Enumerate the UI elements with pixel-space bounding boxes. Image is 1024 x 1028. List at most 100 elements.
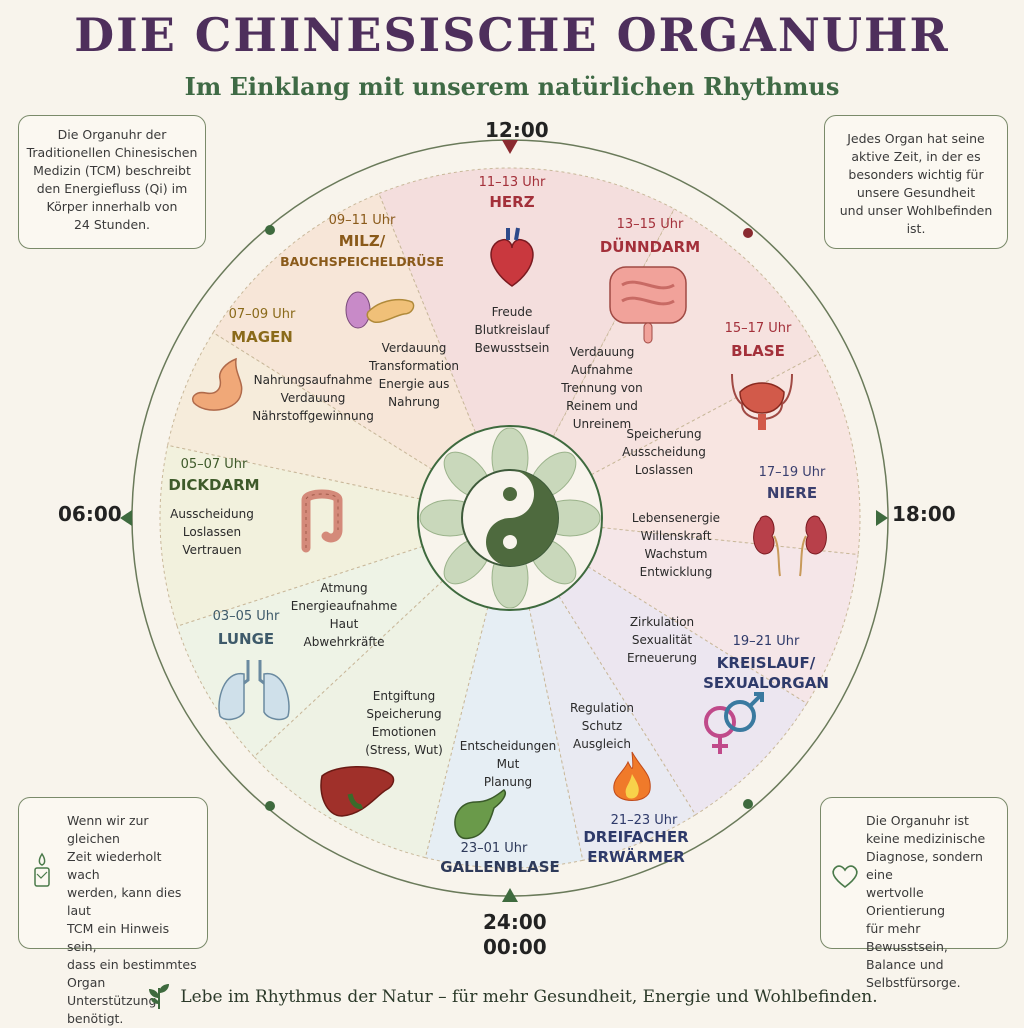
- info-line: Medizin (TCM) beschreibt: [33, 163, 191, 178]
- clock-label-midnight: 24:00: [483, 910, 547, 934]
- yin-yang-icon: [461, 469, 559, 567]
- info-line: Wenn wir zur gleichen: [67, 813, 149, 846]
- segment-time: 07–09 Uhr: [229, 307, 296, 322]
- segment-keyword: Nahrungsaufnahme: [254, 373, 373, 387]
- bladder-icon: [731, 373, 793, 430]
- segment-keyword: Aufnahme: [571, 363, 633, 377]
- segment-keyword: Ausgleich: [573, 737, 631, 751]
- info-line: Balance und: [866, 957, 944, 972]
- candle-icon: [27, 852, 57, 897]
- segment-time: 09–11 Uhr: [329, 213, 396, 228]
- segment-keyword: Bewusstsein: [475, 341, 550, 355]
- info-line: ist.: [906, 221, 926, 236]
- segment-organ: NIERE: [767, 484, 817, 502]
- segment-time: 05–07 Uhr: [181, 457, 248, 472]
- segment-time: 23–01 Uhr: [461, 841, 528, 856]
- segment-keyword: Loslassen: [635, 463, 693, 477]
- info-line: Zeit wiederholt wach: [67, 849, 162, 882]
- segment-keyword: Ausscheidung: [622, 445, 706, 459]
- segment-organ: MILZ/: [339, 232, 386, 250]
- segment-11: [212, 192, 477, 470]
- segment-keyword: Abwehrkräfte: [304, 635, 385, 649]
- segment-keyword: Lebensenergie: [632, 511, 720, 525]
- info-line: besonders wichtig für: [848, 167, 984, 182]
- segment-keyword: Willenskraft: [641, 529, 712, 543]
- segment-organ: SEXUALORGAN: [703, 674, 829, 692]
- gender-symbols-icon: [704, 692, 764, 754]
- info-line: Die Organuhr ist: [866, 813, 969, 828]
- info-line: benötigt.: [67, 1011, 124, 1026]
- info-line: und unser Wohlbefinden: [839, 203, 993, 218]
- info-line: den Energiefluss (Qi) im: [36, 181, 188, 196]
- ring-dot: [743, 799, 753, 809]
- segment-keyword: Speicherung: [366, 707, 441, 721]
- segment-organ: MAGEN: [231, 328, 293, 346]
- small-intestine-icon: [609, 266, 687, 344]
- info-box-waking: Wenn wir zur gleichen Zeit wiederholt wa…: [18, 797, 208, 1026]
- info-line: Jedes Organ hat seine: [847, 131, 985, 146]
- segment-keyword: Entwicklung: [640, 565, 713, 579]
- info-line: Körper innerhalb von: [46, 199, 178, 214]
- segment-time: 21–23 Uhr: [611, 813, 678, 828]
- info-line: dass ein bestimmtes: [67, 957, 197, 972]
- noon-marker: [502, 140, 518, 154]
- segment-keyword: Vertrauen: [182, 543, 241, 557]
- clock-label-noon: 12:00: [485, 118, 549, 142]
- icon-layer: [192, 227, 827, 840]
- segment-keyword: Blutkreislauf: [475, 323, 551, 337]
- segment-time: 13–15 Uhr: [617, 217, 684, 232]
- segment-time: 03–05 Uhr: [213, 609, 280, 624]
- segment-keyword: Emotionen: [372, 725, 437, 739]
- info-box-disclaimer: Die Organuhr ist keine medizinische Diag…: [820, 797, 1008, 990]
- segment-keyword: Verdauung: [382, 341, 447, 355]
- segment-keyword: Unreinem: [573, 417, 631, 431]
- plant-icon: [146, 980, 172, 1015]
- segment-9: [159, 444, 424, 627]
- segment-keyword: Erneuerung: [627, 651, 697, 665]
- info-line: keine medizinische: [866, 831, 986, 846]
- segment-organ: DICKDARM: [168, 476, 259, 494]
- segment-organ: HERZ: [489, 193, 534, 211]
- ring-dot: [265, 225, 275, 235]
- segment-keyword: Entscheidungen: [460, 739, 557, 753]
- segment-organ: BAUCHSPEICHELDRÜSE: [280, 254, 444, 269]
- large-intestine-icon: [301, 489, 343, 553]
- segment-organ: BLASE: [731, 342, 785, 360]
- info-line: 24 Stunden.: [73, 217, 151, 232]
- gallbladder-icon: [454, 789, 506, 840]
- info-line: Die Organuhr der: [57, 127, 167, 142]
- segment-time: 19–21 Uhr: [733, 634, 800, 649]
- lungs-icon: [218, 660, 290, 721]
- six-marker: [120, 510, 132, 526]
- segment-keyword: Sexualität: [632, 633, 693, 647]
- info-box-active-time: Jedes Organ hat seine aktive Zeit, in de…: [824, 115, 1008, 249]
- midnight-marker: [502, 888, 518, 902]
- clock-label-eighteen: 18:00: [892, 502, 956, 526]
- segment-organ: ERWÄRMER: [587, 847, 685, 866]
- segment-keyword: Verdauung: [281, 391, 346, 405]
- segment-keyword: Transformation: [368, 359, 459, 373]
- segment-organ: DÜNNDARM: [600, 237, 700, 256]
- footer: Lebe im Rhythmus der Natur – für mehr Ge…: [0, 980, 1024, 1015]
- segment-time: 15–17 Uhr: [725, 321, 792, 336]
- info-line: wertvolle Orientierung: [866, 885, 946, 918]
- segment-keyword: Energie aus: [379, 377, 450, 391]
- segment-organ: LUNGE: [218, 630, 274, 648]
- info-line: Traditionellen Chinesischen: [26, 145, 198, 160]
- info-box-intro: Die Organuhr der Traditionellen Chinesis…: [18, 115, 206, 249]
- segment-keyword: (Stress, Wut): [365, 743, 443, 757]
- info-line: unsere Gesundheit: [856, 185, 976, 200]
- segment-keyword: Atmung: [320, 581, 367, 595]
- info-line: TCM ein Hinweis sein,: [67, 921, 170, 954]
- segment-keyword: Speicherung: [626, 427, 701, 441]
- segment-keyword: Verdauung: [570, 345, 635, 359]
- clock-label-zero: 00:00: [483, 935, 547, 959]
- eighteen-marker: [876, 510, 888, 526]
- segment-keyword: Freude: [492, 305, 533, 319]
- segment-keyword: Trennung von: [560, 381, 643, 395]
- segment-keyword: Zirkulation: [630, 615, 694, 629]
- info-line: für mehr Bewusstsein,: [866, 921, 948, 954]
- segment-time: 11–13 Uhr: [479, 175, 546, 190]
